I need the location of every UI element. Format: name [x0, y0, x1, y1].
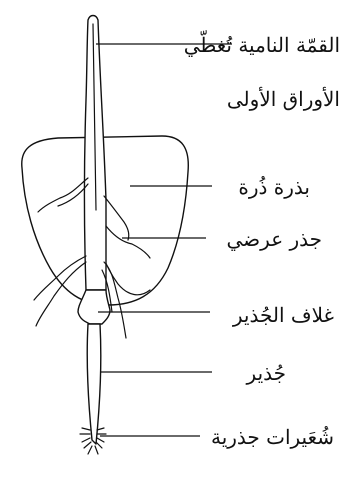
label-radicle-sheath: غلاف الجُذير: [232, 303, 334, 327]
label-lateral-root: جذر عرضي: [227, 227, 323, 251]
label-root-hairs: شُعَيرات جذرية: [211, 425, 334, 449]
radicle-shape: [87, 324, 101, 444]
label-radicle: جُذير: [246, 361, 286, 385]
label-corn-seed: بذرة ذُرة: [238, 175, 310, 199]
label-growing-tip-line2: الأوراق الأولى: [227, 86, 340, 111]
label-growing-tip-line1: القمّة النامية تُغطّي: [184, 30, 340, 57]
